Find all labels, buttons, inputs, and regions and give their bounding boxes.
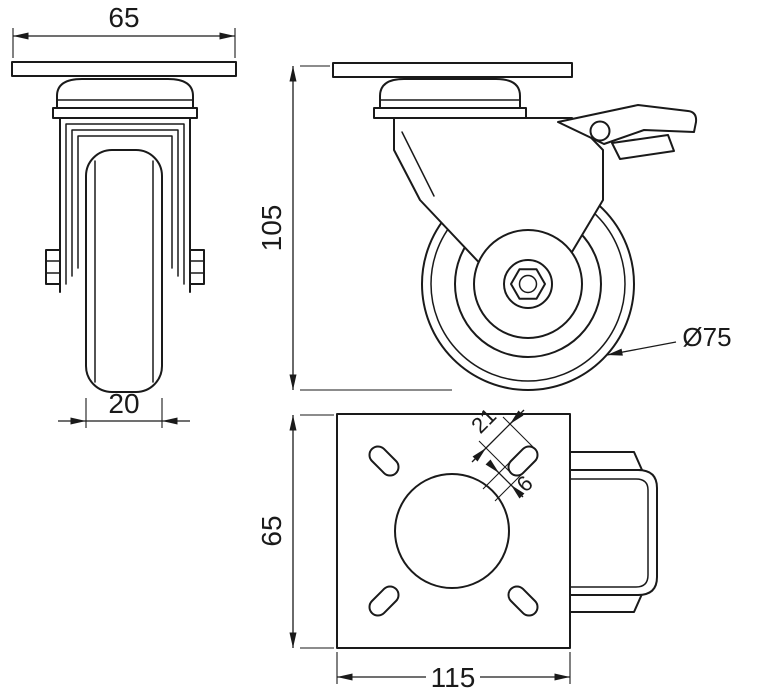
top-brake-tab-lower [569,593,643,613]
front-wheel-width-dimension: 20 [58,388,190,428]
front-wheel [85,149,163,393]
mounting-slot-top-left [368,445,400,477]
front-fork [59,117,191,293]
front-fork-line [65,123,185,285]
extension-line [482,454,518,490]
axle-center-hole [518,274,538,294]
side-view: 105 Ø75 [256,62,732,391]
arrow-stub [509,409,525,425]
wheel-diameter-label: Ø75 [682,322,731,352]
top-width-dimension: 115 [336,652,571,693]
label-backing [426,663,480,691]
arrow-stub [510,484,525,499]
front-fork-line [77,135,173,269]
top-view: 65 115 21 6 [256,403,658,693]
arrow-stub [471,447,487,463]
leader-line [606,341,677,356]
center-bore [394,473,510,589]
mounting-slot-bottom-right [507,585,539,617]
top-brake-tab-upper [569,451,643,471]
brake-pivot [589,120,611,142]
front-swivel-dome [56,78,194,109]
mounting-slot-bottom-left [368,585,400,617]
axle-hex-nut [510,268,546,300]
top-wheel-tread-line [569,478,649,588]
front-fork-line [71,129,179,277]
front-axle-nut-right [189,249,205,285]
extension-line [478,440,512,474]
side-top-plate [332,62,573,78]
front-swivel-race [52,107,198,119]
side-swivel-race [373,107,527,119]
front-top-plate [11,61,237,77]
dimension-line [485,423,511,449]
top-wheel-body [569,469,658,596]
top-width-label: 115 [431,662,476,693]
wheel-diameter-callout: Ø75 [606,322,732,356]
side-height-dimension: 105 [256,65,452,391]
front-wheel-width-label: 20 [108,388,139,419]
side-swivel-dome [379,78,521,109]
extension-line [494,466,530,502]
front-width-dimension: 65 [12,2,236,58]
dimension-line [498,472,512,486]
fork-edge-line [401,131,435,197]
brake-pedal [611,134,675,160]
side-height-label: 105 [256,205,287,252]
mounting-plate [336,413,571,649]
extension-line [502,416,536,450]
arrow-stub [485,459,500,474]
front-axle-nut-left [45,249,61,285]
front-view: 65 20 [11,2,237,428]
top-depth-dimension: 65 [256,414,334,649]
front-width-label: 65 [108,2,139,33]
top-depth-label: 65 [256,515,287,546]
